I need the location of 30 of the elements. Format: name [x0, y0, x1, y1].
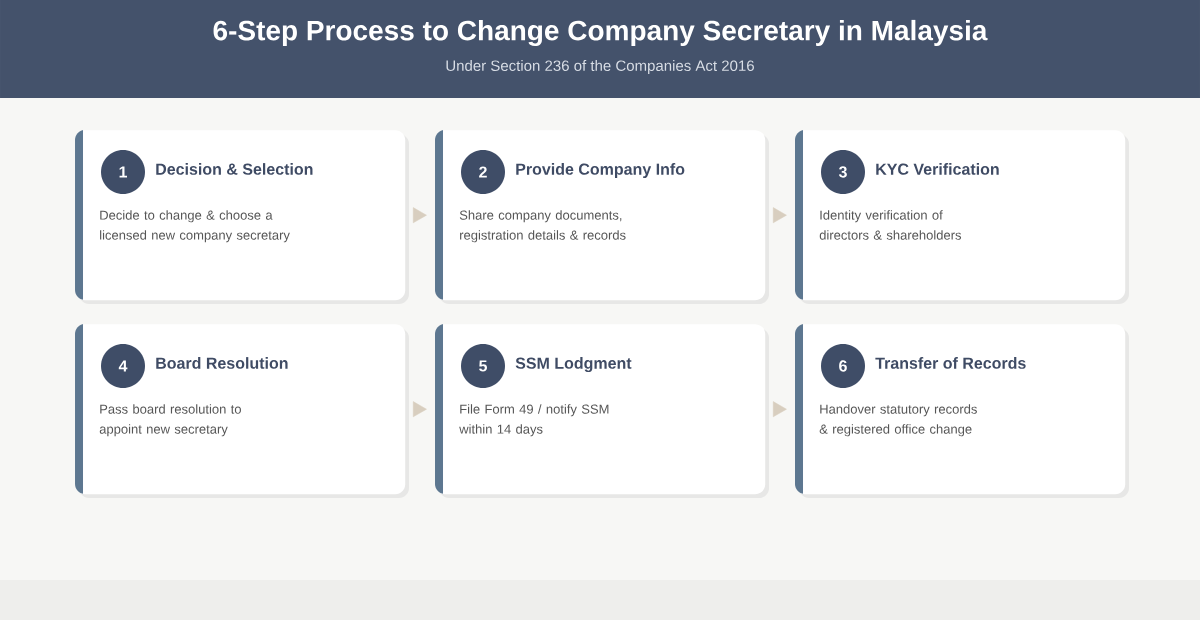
arrow — [412, 207, 427, 224]
step-title: Transfer of Records — [875, 357, 1026, 369]
subtitle: Under Section 236 of the Companies Act 2016 — [446, 60, 754, 74]
arrow — [772, 401, 787, 418]
step-description: Handover statutory records & registered office change — [819, 404, 977, 437]
step-title: Decision & Selection — [156, 163, 313, 175]
title: 6-Step Process to Change Company Secretary in Malaysia — [213, 19, 988, 47]
step-description: File Form 49 / notify SSM within 14 days — [459, 404, 609, 437]
arrow — [412, 401, 427, 418]
step-number: 6 — [821, 344, 865, 388]
step-description: Identity verification of directors & shareholders — [819, 210, 962, 240]
step-title: Provide Company Info — [516, 163, 685, 178]
step-number: 4 — [101, 344, 145, 388]
step-description: Decide to change & choose a licensed new company secretary — [100, 210, 290, 243]
step-description: Share company documents, registration details & records — [459, 210, 626, 243]
step-number: 1 — [101, 150, 145, 194]
step-title: SSM Lodgment — [515, 357, 632, 373]
step-card — [795, 324, 1129, 498]
step-card — [435, 130, 769, 304]
step-card — [795, 130, 1129, 304]
step-title: KYC Verification — [876, 163, 999, 175]
step-number: 3 — [821, 150, 865, 194]
step-card — [435, 324, 769, 498]
step-number: 2 — [461, 150, 505, 194]
arrow — [772, 207, 787, 224]
step-card — [75, 324, 409, 498]
step-number: 5 — [461, 344, 505, 388]
step-description: Pass board resolution to appoint new secretary — [99, 404, 241, 437]
step-card — [75, 130, 409, 304]
step-title: Board Resolution — [156, 357, 288, 369]
